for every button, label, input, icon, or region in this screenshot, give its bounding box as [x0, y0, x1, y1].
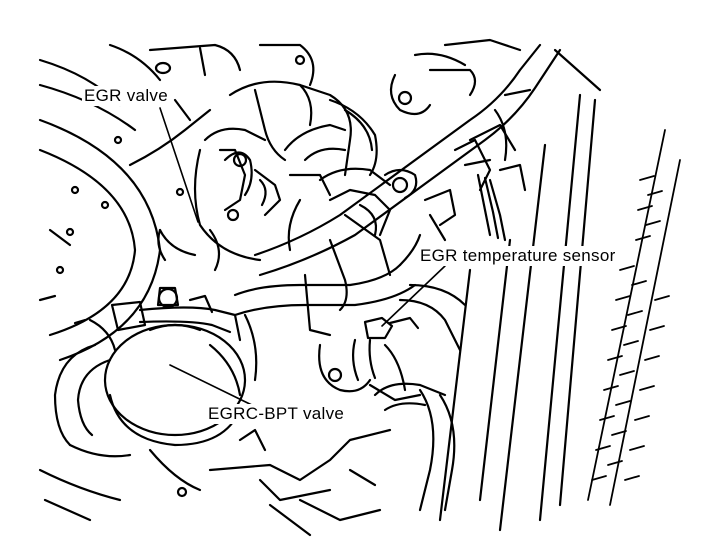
connecting-hose: [233, 233, 422, 317]
egrc-bpt-valve-body: [103, 286, 258, 447]
right-hose: [373, 283, 467, 512]
lower-engine-block: [148, 428, 392, 537]
right-frame-lines: [438, 48, 602, 532]
egrc-bpt-valve-label: EGRC-BPT valve: [206, 404, 347, 424]
leader-lines: [159, 107, 446, 411]
egr-temperature-sensor-body: [318, 316, 422, 402]
right-sensor-bracket: [423, 88, 532, 242]
egr-temperature-sensor-label: EGR temperature sensor: [418, 246, 618, 266]
egr-valve-label: EGR valve: [82, 86, 170, 106]
egrc-bpt-valve-leader: [169, 364, 263, 411]
egr-valve-cap: [303, 98, 378, 177]
upper-left-bracket: [108, 43, 315, 197]
egr-valve-body: [157, 80, 352, 272]
egr-temperature-sensor-leader: [381, 265, 446, 327]
radiator-grille: [587, 129, 681, 506]
center-manifold: [303, 167, 418, 337]
diagonal-pipe: [253, 38, 562, 277]
egr-valve-leader: [159, 107, 199, 223]
left-hose-loop: [38, 318, 132, 522]
